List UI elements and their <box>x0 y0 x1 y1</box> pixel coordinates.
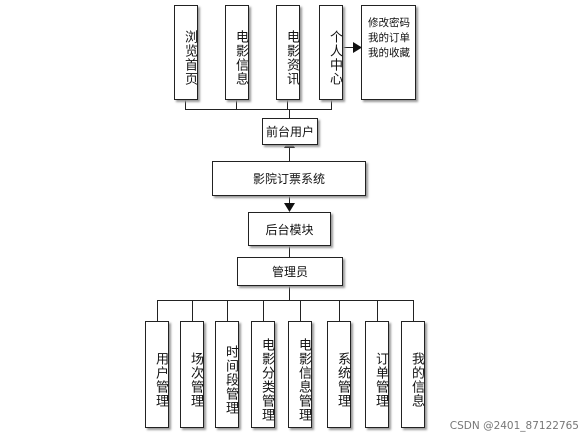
connector <box>157 300 158 321</box>
node-movie-info: 电影信息 <box>225 5 249 100</box>
node-category-management: 电影分类管理 <box>251 321 275 428</box>
arrow-shaft <box>289 196 290 205</box>
node-admin: 管理员 <box>237 257 343 286</box>
arrow-right-icon <box>353 42 362 53</box>
node-user-management: 用户管理 <box>145 321 169 428</box>
node-system-management: 系统管理 <box>327 321 351 428</box>
connector <box>289 109 290 118</box>
connector <box>263 300 264 321</box>
arrow-down-icon <box>284 203 295 212</box>
node-browse-home: 浏览首页 <box>174 5 198 100</box>
connector <box>185 109 332 110</box>
connector <box>339 300 340 321</box>
connector <box>227 300 228 321</box>
connector <box>331 100 332 109</box>
connector <box>289 286 290 300</box>
arrow-shaft <box>343 47 355 48</box>
connector <box>192 300 193 321</box>
connector <box>185 100 186 109</box>
connector <box>289 246 290 257</box>
arrow-shaft <box>289 145 290 161</box>
node-movieinfo-management: 电影信息管理 <box>288 321 312 428</box>
watermark: CSDN @2401_87122765 <box>449 420 579 432</box>
connector <box>236 100 237 109</box>
node-session-management: 场次管理 <box>180 321 204 428</box>
node-order-management: 订单管理 <box>365 321 389 428</box>
connector <box>287 100 288 109</box>
node-backend-module: 后台模块 <box>248 212 331 246</box>
node-cinema-system: 影院订票系统 <box>212 161 366 196</box>
node-personal-subitems: 修改密码 我的订单 我的收藏 <box>361 5 416 100</box>
node-my-info: 我的信息 <box>401 321 425 428</box>
node-timeslot-management: 时间段管理 <box>215 321 239 428</box>
connector <box>413 300 414 321</box>
node-front-user: 前台用户 <box>262 118 318 145</box>
connector <box>300 300 301 321</box>
connector <box>157 300 414 301</box>
connector <box>377 300 378 321</box>
node-movie-news: 电影资讯 <box>276 5 300 100</box>
node-personal-center: 个人中心 <box>319 5 343 100</box>
